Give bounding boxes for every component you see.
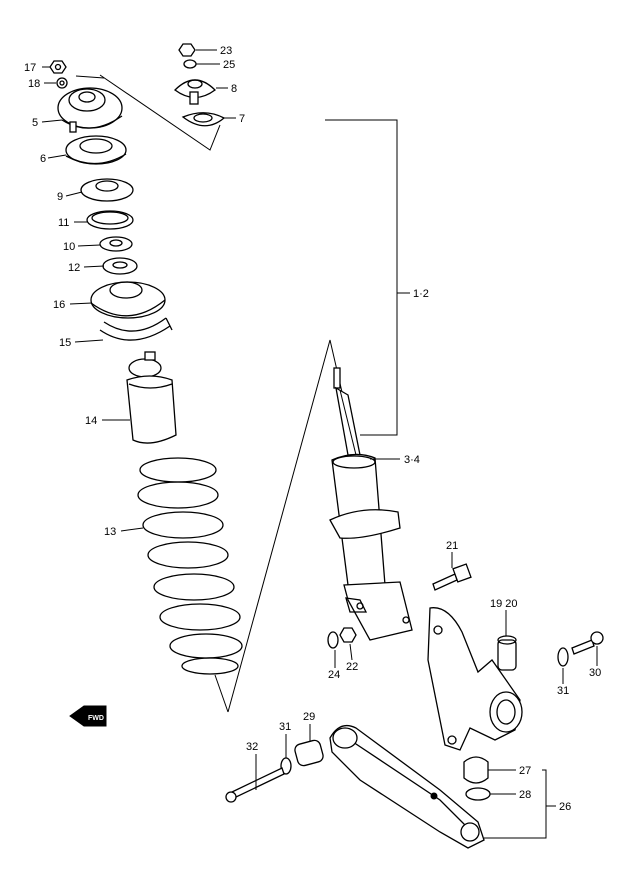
callout-11: 11 bbox=[58, 217, 69, 229]
callout-31-right: 31 bbox=[557, 685, 569, 697]
callout-10: 10 bbox=[63, 241, 75, 253]
callout-18: 18 bbox=[28, 78, 40, 90]
callout-8: 8 bbox=[231, 83, 237, 95]
bolt-30 bbox=[571, 631, 604, 655]
seal-11 bbox=[86, 210, 134, 230]
washer-25 bbox=[183, 59, 197, 69]
lower-control-arm-26 bbox=[329, 724, 485, 849]
plate-7 bbox=[181, 112, 226, 127]
callout-19-20: 19 20 bbox=[490, 598, 518, 610]
callout-3-4: 3·4 bbox=[404, 454, 420, 466]
strut-assembly-3-4 bbox=[329, 367, 413, 641]
support-8 bbox=[174, 79, 216, 105]
washer-18 bbox=[56, 77, 68, 89]
callout-28: 28 bbox=[519, 789, 531, 801]
front-direction-arrow-icon: FWD bbox=[69, 705, 107, 727]
washer-28 bbox=[465, 787, 491, 801]
callout-1-2: 1·2 bbox=[413, 288, 429, 300]
callout-23: 23 bbox=[220, 45, 232, 57]
nut-17 bbox=[49, 60, 67, 74]
callout-14: 14 bbox=[85, 415, 97, 427]
callout-26: 26 bbox=[559, 801, 571, 813]
steering-knuckle-19-20 bbox=[427, 607, 523, 751]
callout-labels: 17 18 5 6 9 11 10 12 16 15 14 13 23 25 8… bbox=[24, 45, 601, 813]
strut-mount-5 bbox=[57, 75, 123, 133]
bolt-21 bbox=[432, 563, 472, 591]
bushing-27 bbox=[463, 756, 489, 784]
callout-6: 6 bbox=[40, 153, 46, 165]
bearing-9 bbox=[80, 178, 134, 202]
callout-9: 9 bbox=[57, 191, 63, 203]
callout-27: 27 bbox=[519, 765, 531, 777]
washer-24 bbox=[327, 631, 339, 649]
spacer-10 bbox=[99, 236, 133, 252]
callout-25: 25 bbox=[223, 59, 235, 71]
callout-22: 22 bbox=[346, 661, 358, 673]
bump-stopper-boot-14 bbox=[126, 351, 177, 444]
callout-32: 32 bbox=[246, 741, 258, 753]
callout-17: 17 bbox=[24, 62, 36, 74]
upper-spring-seat-16 bbox=[90, 281, 166, 319]
washer-31-right bbox=[557, 647, 569, 667]
nut-22 bbox=[339, 627, 357, 643]
insulator-15 bbox=[99, 317, 173, 341]
callout-30: 30 bbox=[589, 667, 601, 679]
bolt-32 bbox=[225, 767, 285, 803]
coil-spring-13 bbox=[137, 457, 243, 675]
callout-15: 15 bbox=[59, 337, 71, 349]
callout-31-left: 31 bbox=[279, 721, 291, 733]
callout-7: 7 bbox=[239, 113, 245, 125]
front-arrow-label: FWD bbox=[88, 715, 104, 722]
callout-21: 21 bbox=[446, 540, 458, 552]
callout-5: 5 bbox=[32, 117, 38, 129]
callout-29: 29 bbox=[303, 711, 315, 723]
callout-13: 13 bbox=[104, 526, 116, 538]
ring-12 bbox=[102, 257, 138, 275]
bearing-seat-6 bbox=[65, 135, 127, 165]
nut-23 bbox=[178, 43, 196, 57]
leader-lines bbox=[41, 49, 598, 839]
callout-24: 24 bbox=[328, 669, 340, 681]
bushing-29 bbox=[294, 739, 324, 767]
callout-12: 12 bbox=[68, 262, 80, 274]
callout-16: 16 bbox=[53, 299, 65, 311]
